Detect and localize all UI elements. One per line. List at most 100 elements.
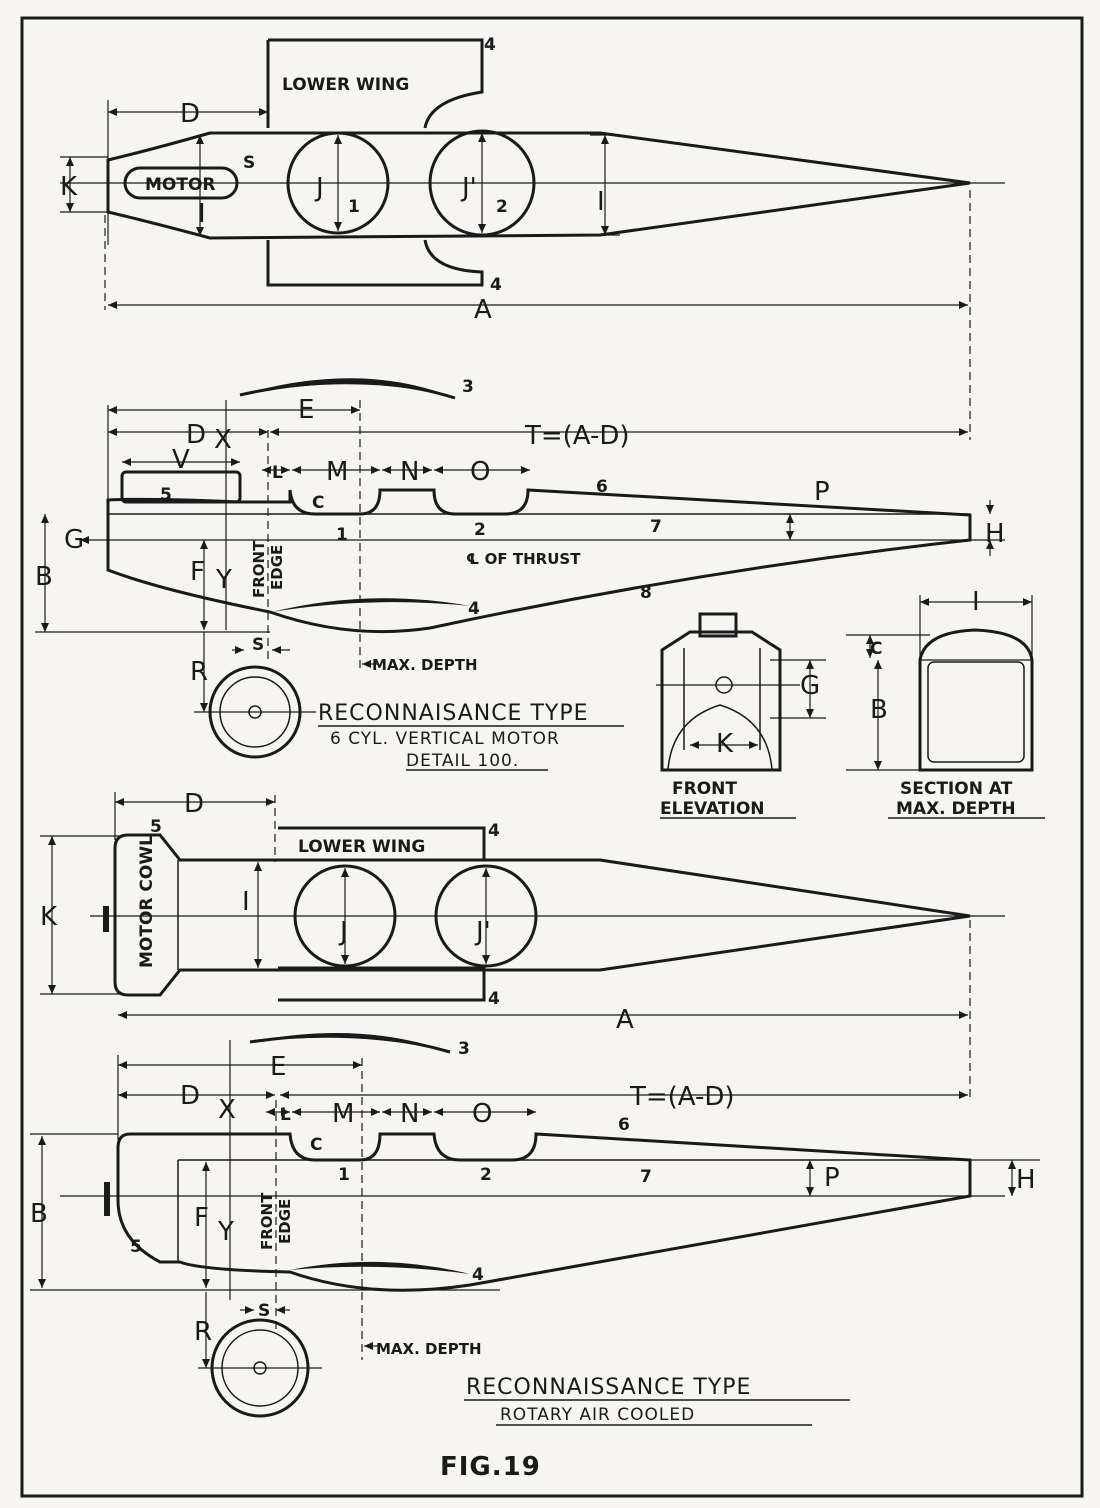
view2-plan: LOWER WING 4 4 MOTOR COWL 5 J J' I K D A bbox=[40, 789, 1005, 1100]
letter-p: P bbox=[824, 1163, 840, 1193]
number-1: 1 bbox=[348, 197, 360, 217]
wing-ref-4-top: 4 bbox=[484, 35, 496, 55]
number-7: 7 bbox=[650, 517, 662, 537]
front-elevation bbox=[660, 630, 782, 772]
letter-i: I bbox=[972, 587, 980, 617]
letter-v: V bbox=[172, 445, 190, 475]
letter-d: D bbox=[180, 99, 200, 129]
fuselage-side-outline-2 bbox=[116, 1132, 972, 1292]
number-3: 3 bbox=[462, 377, 474, 397]
view1-title: RECONNAISANCE TYPE bbox=[318, 701, 589, 726]
t-formula-2: T=(A-D) bbox=[629, 1082, 735, 1112]
number-3: 3 bbox=[458, 1039, 470, 1059]
letter-l: L bbox=[280, 1105, 291, 1125]
wing-ref-4-bottom: 4 bbox=[490, 275, 502, 295]
motor-label: MOTOR bbox=[145, 175, 216, 195]
t-formula: T=(A-D) bbox=[524, 421, 630, 451]
number-2: 2 bbox=[496, 197, 508, 217]
plate-border bbox=[20, 16, 1084, 1498]
letter-i: I bbox=[242, 887, 250, 917]
letter-b: B bbox=[30, 1199, 48, 1229]
number-5: 5 bbox=[160, 485, 172, 505]
letter-n: N bbox=[400, 1099, 419, 1129]
max-depth-label: MAX. DEPTH bbox=[372, 656, 478, 674]
letter-r: R bbox=[194, 1317, 212, 1347]
view2-title: RECONNAISSANCE TYPE bbox=[466, 1375, 751, 1400]
number-1: 1 bbox=[338, 1165, 350, 1185]
view1-subtitle-2: DETAIL 100. bbox=[406, 751, 519, 771]
number-4: 4 bbox=[468, 599, 480, 619]
letter-f: F bbox=[190, 557, 205, 587]
letter-s: S bbox=[243, 153, 255, 173]
letter-s: S bbox=[258, 1301, 270, 1321]
view1-subtitle-1: 6 CYL. VERTICAL MOTOR bbox=[330, 729, 560, 749]
number-4: 4 bbox=[472, 1265, 484, 1285]
letter-j-prime: J' bbox=[460, 173, 477, 203]
thrust-label: ℄ OF THRUST bbox=[466, 550, 581, 568]
letter-a: A bbox=[616, 1005, 634, 1035]
number-1: 1 bbox=[336, 525, 348, 545]
letter-l: L bbox=[272, 463, 283, 483]
lower-wing-label: LOWER WING bbox=[282, 75, 409, 95]
section-label: SECTION AT bbox=[900, 779, 1013, 799]
number-2: 2 bbox=[480, 1165, 492, 1185]
number-5: 5 bbox=[130, 1237, 142, 1257]
detail-views: K G FRONT ELEVATION C B I SECTION AT MAX… bbox=[656, 587, 1045, 819]
number-4: 4 bbox=[488, 989, 500, 1009]
letter-x: X bbox=[214, 425, 232, 455]
letter-o: O bbox=[470, 457, 490, 487]
front-edge-label-2b: FRONT bbox=[258, 1192, 276, 1250]
lower-wing-top-stub bbox=[268, 38, 484, 129]
letter-k: K bbox=[40, 902, 58, 932]
cockpit-1b bbox=[293, 864, 397, 968]
view1-side: 3 E D X T=(A-D) V L M N O 5 6 7 8 P C bbox=[35, 377, 1005, 771]
number-6: 6 bbox=[596, 477, 608, 497]
front-edge-label: FRONT bbox=[250, 540, 268, 598]
letter-e: E bbox=[270, 1052, 286, 1082]
letter-c: C bbox=[310, 1135, 322, 1155]
cockpit-2 bbox=[428, 129, 536, 237]
letter-g: G bbox=[800, 671, 820, 701]
letter-d: D bbox=[184, 789, 204, 819]
number-6: 6 bbox=[618, 1115, 630, 1135]
fuselage-side-outline bbox=[106, 488, 972, 634]
view2-side: 3 E D T=(A-D) X L M N O 5 6 7 C 1 2 P H bbox=[30, 1033, 1040, 1482]
cockpit-1 bbox=[286, 131, 390, 235]
lower-wing-bottom-stub bbox=[266, 239, 484, 287]
front-edge-label-2: EDGE bbox=[268, 545, 286, 590]
letter-j: J bbox=[314, 173, 324, 203]
letter-i: I bbox=[597, 187, 605, 217]
letter-o: O bbox=[472, 1099, 492, 1129]
letter-h: H bbox=[985, 519, 1005, 549]
lower-wing-label-2: LOWER WING bbox=[298, 837, 425, 857]
view1-plan: LOWER WING 4 4 MOTOR S J 1 J' 2 I I K D bbox=[60, 35, 1005, 440]
number-7: 7 bbox=[640, 1167, 652, 1187]
letter-k: K bbox=[716, 729, 734, 759]
letter-n: N bbox=[400, 457, 419, 487]
letter-k: K bbox=[60, 172, 78, 202]
fuselage-plan-outline-2 bbox=[113, 833, 971, 997]
letter-f: F bbox=[194, 1203, 209, 1233]
number-2: 2 bbox=[474, 520, 486, 540]
letter-i: I bbox=[198, 199, 206, 229]
number-4: 4 bbox=[488, 821, 500, 841]
letter-e: E bbox=[298, 395, 314, 425]
motor-cowl-label: MOTOR COWL bbox=[137, 835, 157, 968]
letter-d: D bbox=[186, 420, 206, 450]
letter-y: Y bbox=[217, 1217, 234, 1247]
letter-r: R bbox=[190, 657, 208, 687]
front-edge-label-2b-2: EDGE bbox=[276, 1199, 294, 1244]
max-depth-section bbox=[918, 628, 1034, 772]
letter-j-prime: J' bbox=[474, 917, 491, 947]
fuselage-plan-outline bbox=[106, 131, 971, 240]
number-5: 5 bbox=[150, 817, 162, 837]
number-8: 8 bbox=[640, 583, 652, 603]
view2-subtitle: ROTARY AIR COOLED bbox=[500, 1405, 695, 1425]
max-depth-label-2: MAX. DEPTH bbox=[376, 1340, 482, 1358]
motor-outline bbox=[123, 166, 239, 200]
letter-m: M bbox=[332, 1099, 354, 1129]
letter-h: H bbox=[1016, 1165, 1036, 1195]
letter-y: Y bbox=[215, 565, 232, 595]
